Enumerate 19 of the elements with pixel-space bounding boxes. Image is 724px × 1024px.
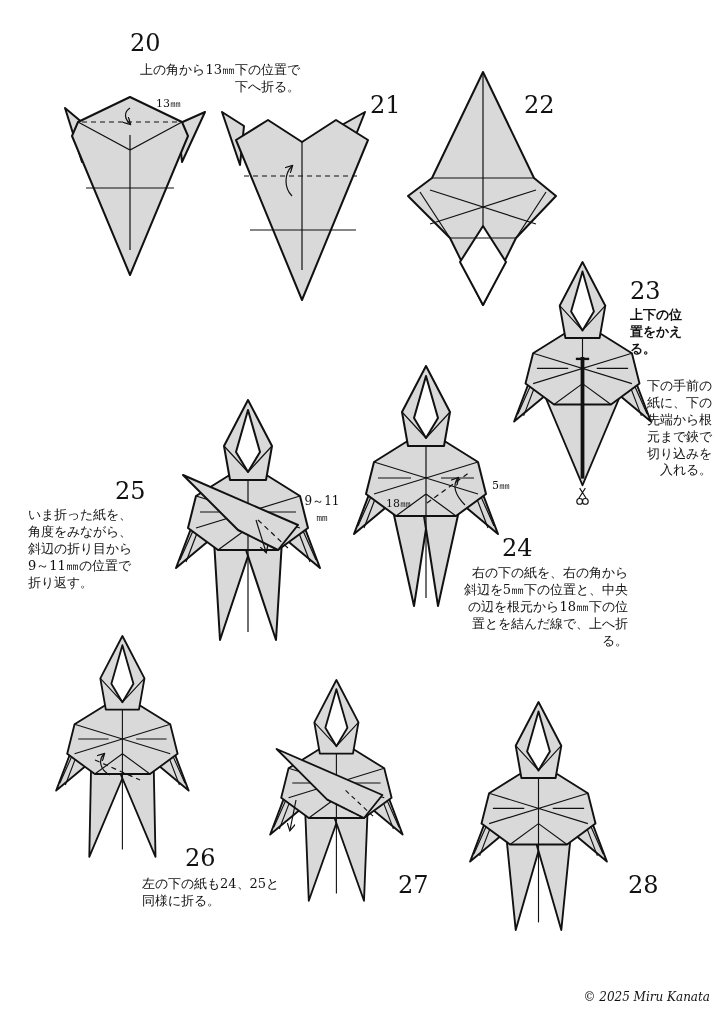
step-number: 21 [370,90,401,121]
step-number: 25 [115,476,146,507]
copyright-text: © 2025 Miru Kanata [582,990,710,1006]
step-number: 28 [628,870,659,901]
measurement-label: 13㎜ [156,97,181,112]
measurement-label: 18㎜ [386,497,411,512]
step-number: 20 [130,28,161,59]
instruction-text: いま折った紙を、角度をみながら、斜辺の折り目から9～11㎜の位置で折り返す。 [28,507,133,592]
measurement-label: 5㎜ [492,479,510,494]
instruction-text: 左の下の紙も24、25と同様に折る。 [142,876,281,910]
instruction-text: 上下の位置をかえる。 [630,307,683,358]
step-number: 27 [398,870,429,901]
instruction-text: 上の角から13㎜下の位置で下へ折る。 [139,62,300,96]
measurement-label: 9～11 ㎜ [303,494,341,526]
step-number: 23 [630,276,661,307]
step-number: 22 [524,90,555,121]
instruction-text: 右の下の紙を、右の角から斜辺を5㎜下の位置と、中央の辺を根元から18㎜下の位置とを結んだ線で、上へ折る。 [462,565,628,650]
step-number: 26 [185,843,216,874]
step-number: 24 [502,533,533,564]
